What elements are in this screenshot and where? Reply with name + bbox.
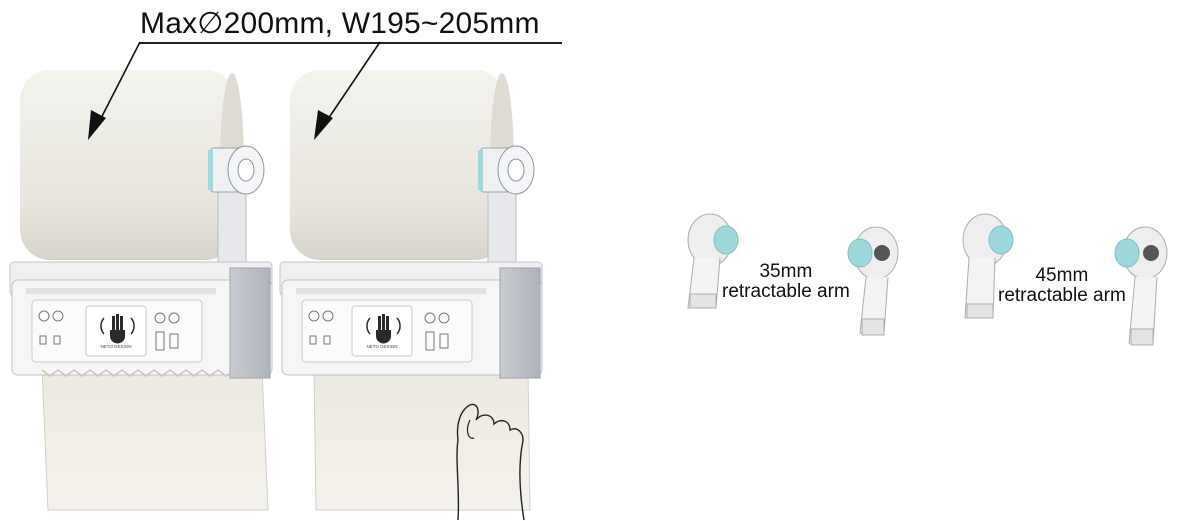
arm-part-35mm-a	[687, 213, 739, 309]
dispenser-unit-left: NETO DESIGN	[9, 70, 273, 511]
pointer-arrow-left	[88, 41, 141, 140]
paper-roll	[20, 70, 235, 260]
arm-length-35mm: 35mm	[759, 261, 813, 282]
arm-label-35mm: retractable arm	[722, 281, 850, 302]
arm-length-45mm: 45mm	[1035, 265, 1089, 286]
arm-part-45mm-a	[962, 213, 1014, 319]
arm-part-35mm-b	[847, 226, 899, 336]
dispenser-illustration: NETO DESIGN NETO DESIGN	[9, 41, 543, 521]
roll-hub	[478, 145, 535, 195]
dispenser-unit-right: NETO DESIGN	[279, 70, 543, 521]
hand-sketch	[456, 403, 525, 521]
arm-part-45mm-b	[1114, 226, 1168, 346]
spec-underline	[140, 42, 562, 44]
arm-caption-35mm: 35mm retractable arm	[722, 262, 850, 302]
roll-hub	[208, 145, 265, 195]
arm-label-45mm: retractable arm	[998, 285, 1126, 306]
pointer-arrow-right	[314, 41, 381, 140]
sensor-hand-icon	[100, 314, 135, 344]
sensor-hand-icon	[366, 314, 401, 344]
arm-caption-45mm: 45mm retractable arm	[998, 266, 1126, 306]
brand-logo: NETO DESIGN	[367, 344, 398, 349]
paper-roll	[290, 70, 505, 260]
brand-logo: NETO DESIGN	[101, 344, 132, 349]
arm-parts-illustration	[687, 213, 1168, 346]
roll-size-spec: Max∅200mm, W195~205mm	[140, 7, 540, 40]
